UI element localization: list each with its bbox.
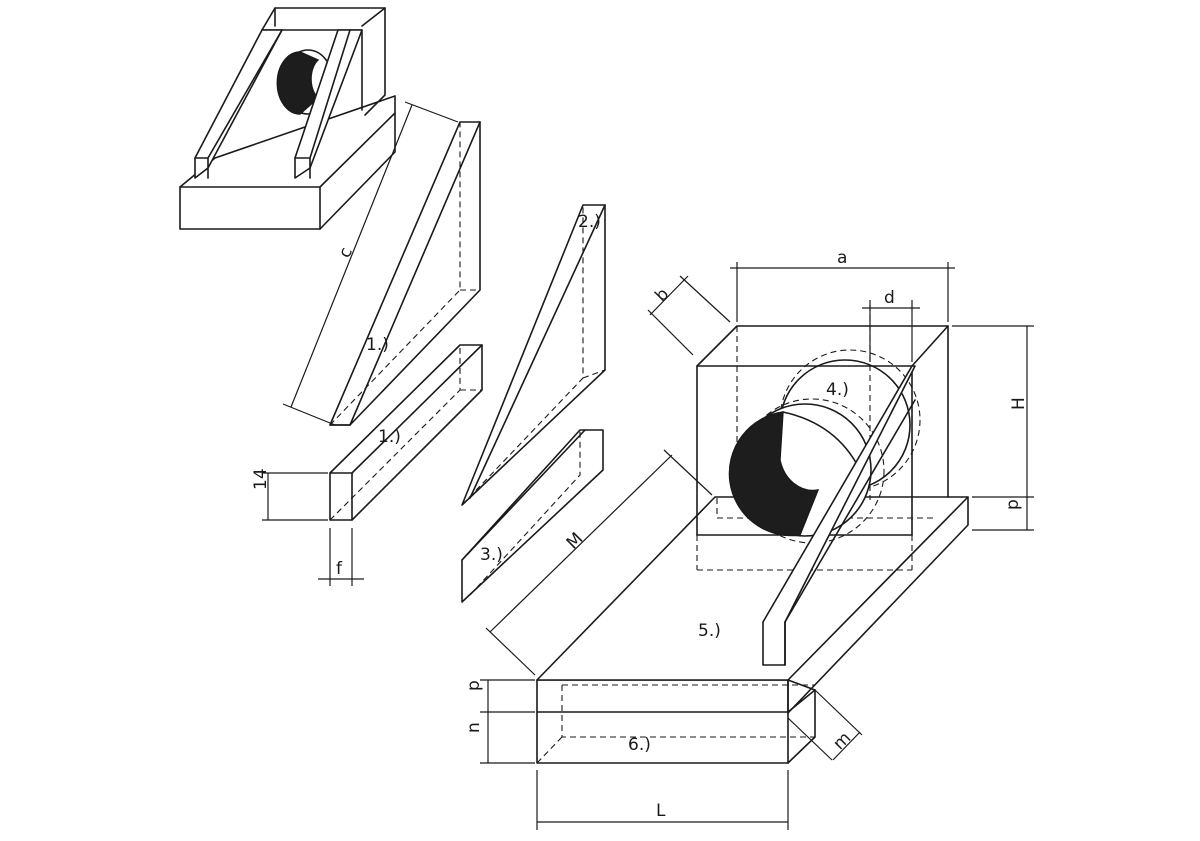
dim-p-left-label: p xyxy=(464,680,484,691)
part-6-label: 6.) xyxy=(628,735,651,755)
part-1-wing-hidden xyxy=(329,122,461,426)
part-5-apron-top xyxy=(536,496,969,681)
part-4-headwall: 4.) a b d H p xyxy=(647,248,1034,666)
dim-c-ext-low xyxy=(282,403,336,426)
dim-b-ext-back xyxy=(679,275,731,323)
dim-m-ext-front xyxy=(787,717,833,761)
dim-M-ext-bottom xyxy=(485,627,536,676)
part-6-hidden-lower xyxy=(561,685,815,738)
part-2-wing: 2.) xyxy=(461,204,606,506)
dim-M-line xyxy=(489,454,673,633)
part-3-label: 3.) xyxy=(480,545,503,565)
part-4-pipe-inner-curve xyxy=(782,411,861,471)
part-4-hidden-slot xyxy=(716,498,935,519)
assembled-pipe-opening xyxy=(276,51,320,115)
part-5-apron: 5.) xyxy=(536,496,969,714)
assembled-back-top-edge xyxy=(361,7,386,27)
part-3-bar-hidden xyxy=(469,430,581,596)
dim-n-label: n xyxy=(464,722,484,733)
part-1-wing-edge xyxy=(349,121,481,426)
part-1-bar: 1.) 14 f xyxy=(251,344,483,586)
dim-p-right-label: p xyxy=(1003,499,1023,510)
dim-d-label: d xyxy=(884,288,895,308)
dim-b-label: b xyxy=(651,284,673,306)
dim-M-label: M xyxy=(563,529,588,554)
dim-m-ext-back xyxy=(814,689,863,736)
part-2-wing-edge xyxy=(469,204,606,499)
assembled-right-wing xyxy=(294,29,363,179)
assembled-base-front xyxy=(179,186,321,230)
part-3-bar-top xyxy=(461,429,586,561)
assembled-left-wing-edge xyxy=(207,29,283,159)
part-2-label: 2.) xyxy=(578,212,601,232)
part-4-top-face xyxy=(696,325,949,367)
part-1-label-upper: 1.) xyxy=(366,335,389,355)
dim-14-label: 14 xyxy=(251,468,271,490)
part-5-apron-side xyxy=(787,496,969,714)
dim-c-label: c xyxy=(335,245,357,261)
dim-M-ext-top xyxy=(663,449,713,496)
dim-b-line xyxy=(649,275,689,316)
dim-a-label: a xyxy=(837,248,847,268)
part-4-label: 4.) xyxy=(826,380,849,400)
assembled-base-side xyxy=(319,112,396,230)
dim-c-ext-high xyxy=(404,101,459,123)
part-3-bar-outline xyxy=(461,429,604,603)
dim-c-line xyxy=(290,104,413,408)
part-4-pipe-opening xyxy=(728,411,820,537)
part-5-label: 5.) xyxy=(698,621,721,641)
dim-f-label: f xyxy=(336,559,343,579)
assembled-right-wing-edge xyxy=(309,29,351,159)
part-2-wing-hidden-bottom xyxy=(582,369,606,379)
part-6-slab: 6.) p n m L xyxy=(464,679,863,830)
dim-H-label: H xyxy=(1009,397,1029,410)
part-6-slab-outline xyxy=(536,679,816,764)
dim-m-line xyxy=(832,731,861,761)
part-1-label-lower: 1.) xyxy=(378,427,401,447)
part-3-bar: 3.) xyxy=(461,429,604,603)
assembled-headwall xyxy=(179,7,396,230)
dim-L-label: L xyxy=(656,801,666,821)
part-4-pipe-back-hidden xyxy=(779,349,921,491)
dim-m-label: m xyxy=(829,728,855,754)
part-1-wing: c 1.) xyxy=(282,101,481,426)
dim-b-ext-front xyxy=(647,309,694,356)
part-6-hidden-corner xyxy=(536,736,563,764)
part-4-wing-slope xyxy=(784,399,916,623)
